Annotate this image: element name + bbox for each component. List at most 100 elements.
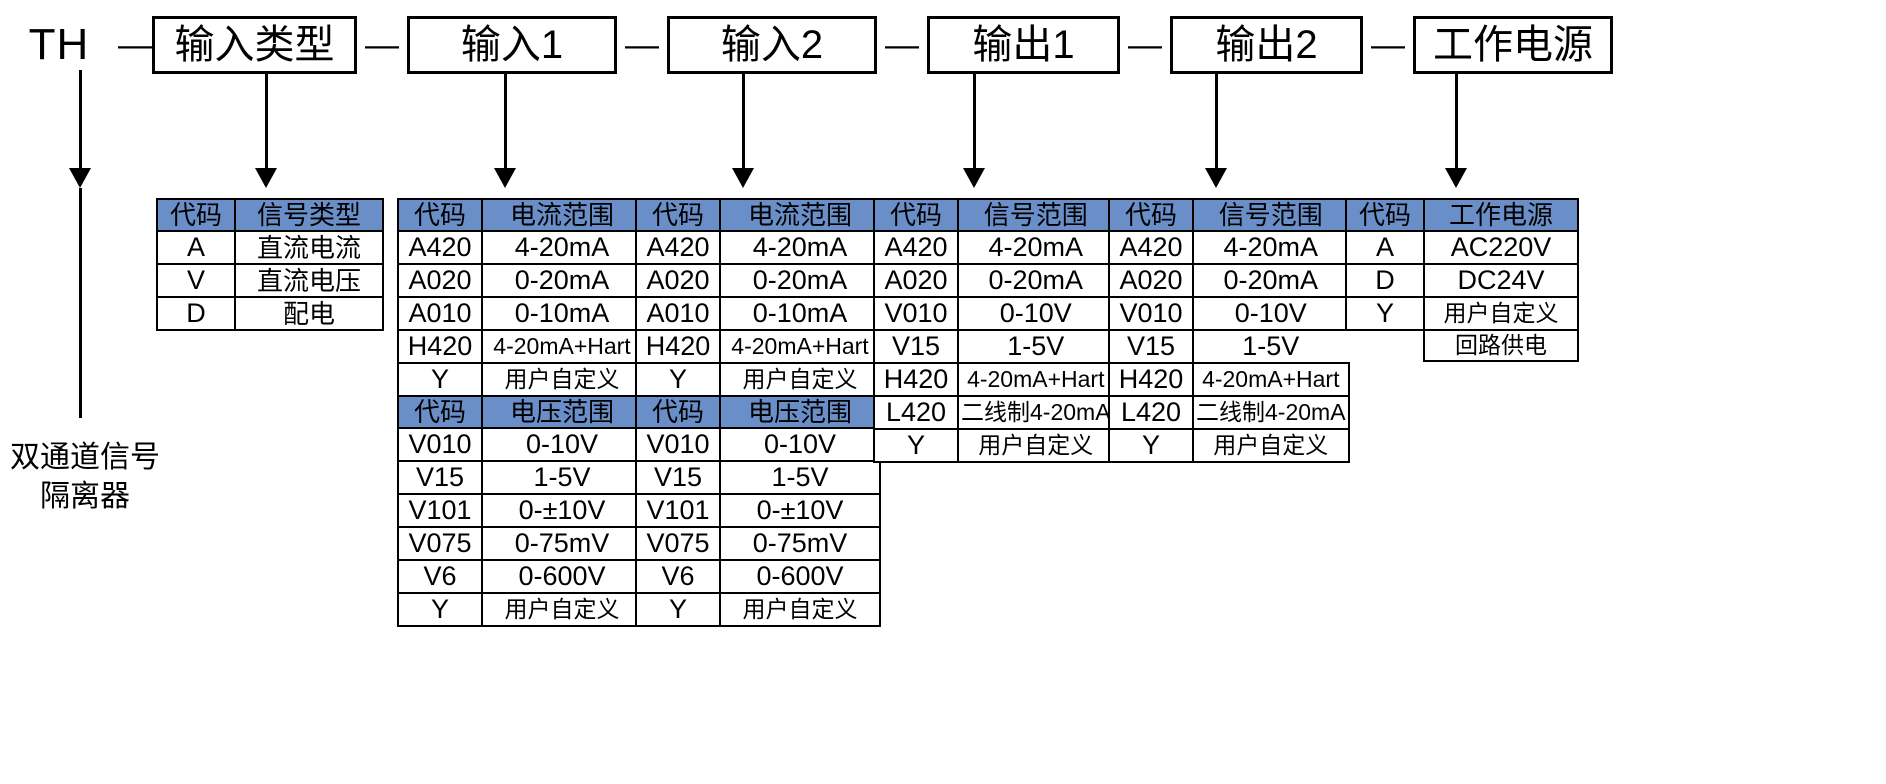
table-row: V101 0-±10V	[635, 493, 881, 528]
cell-code: H420	[635, 329, 721, 364]
table-row: A420 4-20mA	[635, 230, 881, 265]
cell-value: 0-20mA	[481, 263, 643, 298]
table-row: Y 用户自定义	[1345, 296, 1579, 331]
cell-code: A010	[397, 296, 483, 331]
product-caption: 双通道信号 隔离器	[0, 438, 170, 516]
cell-code: D	[1345, 263, 1425, 298]
cell-code: V010	[397, 427, 483, 462]
table-row: A420 4-20mA	[397, 230, 643, 265]
cell-code: V6	[397, 559, 483, 594]
cell-value: 直流电压	[234, 263, 384, 298]
header-signal-range: 信号范围	[957, 198, 1115, 232]
cell-value: 0-10mA	[719, 296, 881, 331]
cell-value: 配电	[234, 296, 384, 331]
cell-value: 0-10V	[1192, 296, 1350, 331]
header-voltage-range: 电压范围	[719, 395, 881, 429]
table-output1: 代码 信号范围 A420 4-20mA A020 0-20mA V010 0-1…	[873, 198, 1115, 463]
cell-code: A420	[1108, 230, 1194, 265]
cell-code: V075	[635, 526, 721, 561]
table-row: V15 1-5V	[635, 460, 881, 495]
cell-value: 4-20mA	[1192, 230, 1350, 265]
cell-code: V101	[635, 493, 721, 528]
table-header-row: 代码 信号类型	[156, 198, 384, 232]
model-prefix: TH	[28, 20, 90, 69]
connector-line-output1	[973, 72, 976, 170]
header-code: 代码	[397, 198, 483, 232]
table-header-row: 代码 工作电源	[1345, 198, 1579, 232]
cell-code: A420	[873, 230, 959, 265]
cell-code: H420	[1108, 362, 1194, 397]
cell-code: A020	[873, 263, 959, 298]
cell-value: 1-5V	[719, 460, 881, 495]
table-header-row: 代码 电压范围	[397, 395, 643, 429]
cell-code: V15	[873, 329, 959, 364]
code-box-output1[interactable]: 输出1	[927, 16, 1120, 74]
header-code: 代码	[873, 198, 959, 232]
table-row: A010 0-10mA	[635, 296, 881, 331]
table-row: Y 用户自定义	[635, 362, 881, 397]
cell-value: AC220V	[1423, 230, 1579, 265]
cell-value: 4-20mA+Hart	[481, 329, 643, 364]
cell-value: 4-20mA+Hart	[1192, 362, 1350, 397]
cell-value: 0-75mV	[481, 526, 643, 561]
code-box-output1-label: 输出1	[972, 23, 1075, 67]
cell-value: 0-±10V	[719, 493, 881, 528]
cell-code: V101	[397, 493, 483, 528]
cell-code: A020	[1108, 263, 1194, 298]
cell-value: 回路供电	[1423, 329, 1579, 362]
cell-code: Y	[1108, 428, 1194, 463]
connector-line-caption	[79, 70, 82, 170]
header-code: 代码	[397, 395, 483, 429]
table-row: H420 4-20mA+Hart	[397, 329, 643, 364]
connector-arrow-output1	[963, 168, 985, 188]
cell-value: 1-5V	[957, 329, 1115, 364]
cell-code: V15	[397, 460, 483, 495]
code-box-input2[interactable]: 输入2	[667, 16, 877, 74]
connector-arrow-input2	[732, 168, 754, 188]
cell-value: 0-10mA	[481, 296, 643, 331]
cell-code: H420	[397, 329, 483, 364]
cell-value: 0-600V	[481, 559, 643, 594]
code-box-output2[interactable]: 输出2	[1170, 16, 1363, 74]
code-box-input2-label: 输入2	[720, 23, 824, 67]
cell-value: 用户自定义	[719, 592, 881, 627]
separator-dash-5: —	[1371, 26, 1405, 64]
table-row: A AC220V	[1345, 230, 1579, 265]
cell-code: A010	[635, 296, 721, 331]
cell-code: V010	[635, 427, 721, 462]
table-input2: 代码 电流范围 A420 4-20mA A020 0-20mA A010 0-1…	[635, 198, 881, 627]
cell-value: 0-600V	[719, 559, 881, 594]
cell-code: L420	[873, 395, 959, 430]
table-header-row: 代码 电压范围	[635, 395, 881, 429]
cell-code: V6	[635, 559, 721, 594]
separator-dash-3: —	[885, 26, 919, 64]
header-signal-type: 信号类型	[234, 198, 384, 232]
code-box-input-type[interactable]: 输入类型	[152, 16, 357, 74]
cell-value: 0-±10V	[481, 493, 643, 528]
cell-value: 0-20mA	[957, 263, 1115, 298]
cell-value: 用户自定义	[719, 362, 881, 397]
connector-arrow-input1	[494, 168, 516, 188]
table-row: A020 0-20mA	[1108, 263, 1350, 298]
cell-code: V010	[1108, 296, 1194, 331]
table-row: V15 1-5V	[397, 460, 643, 495]
cell-value: 二线制4-20mA	[1192, 395, 1350, 430]
table-row: V15 1-5V	[873, 329, 1115, 364]
header-voltage-range: 电压范围	[481, 395, 643, 429]
table-row: A420 4-20mA	[1108, 230, 1350, 265]
cell-code: A420	[397, 230, 483, 265]
cell-code: Y	[397, 592, 483, 627]
table-row: 回路供电	[1346, 329, 1579, 362]
cell-code-empty	[1346, 330, 1424, 361]
cell-value: 4-20mA+Hart	[719, 329, 881, 364]
table-row: V15 1-5V	[1108, 329, 1350, 364]
connector-arrow-output2	[1205, 168, 1227, 188]
code-box-power[interactable]: 工作电源	[1413, 16, 1613, 74]
code-box-input1[interactable]: 输入1	[407, 16, 617, 74]
header-current-range: 电流范围	[481, 198, 643, 232]
table-row: Y 用户自定义	[873, 428, 1115, 463]
table-row: V010 0-10V	[873, 296, 1115, 331]
connector-line-power	[1455, 72, 1458, 170]
cell-value: 1-5V	[481, 460, 643, 495]
header-power-supply: 工作电源	[1423, 198, 1579, 232]
